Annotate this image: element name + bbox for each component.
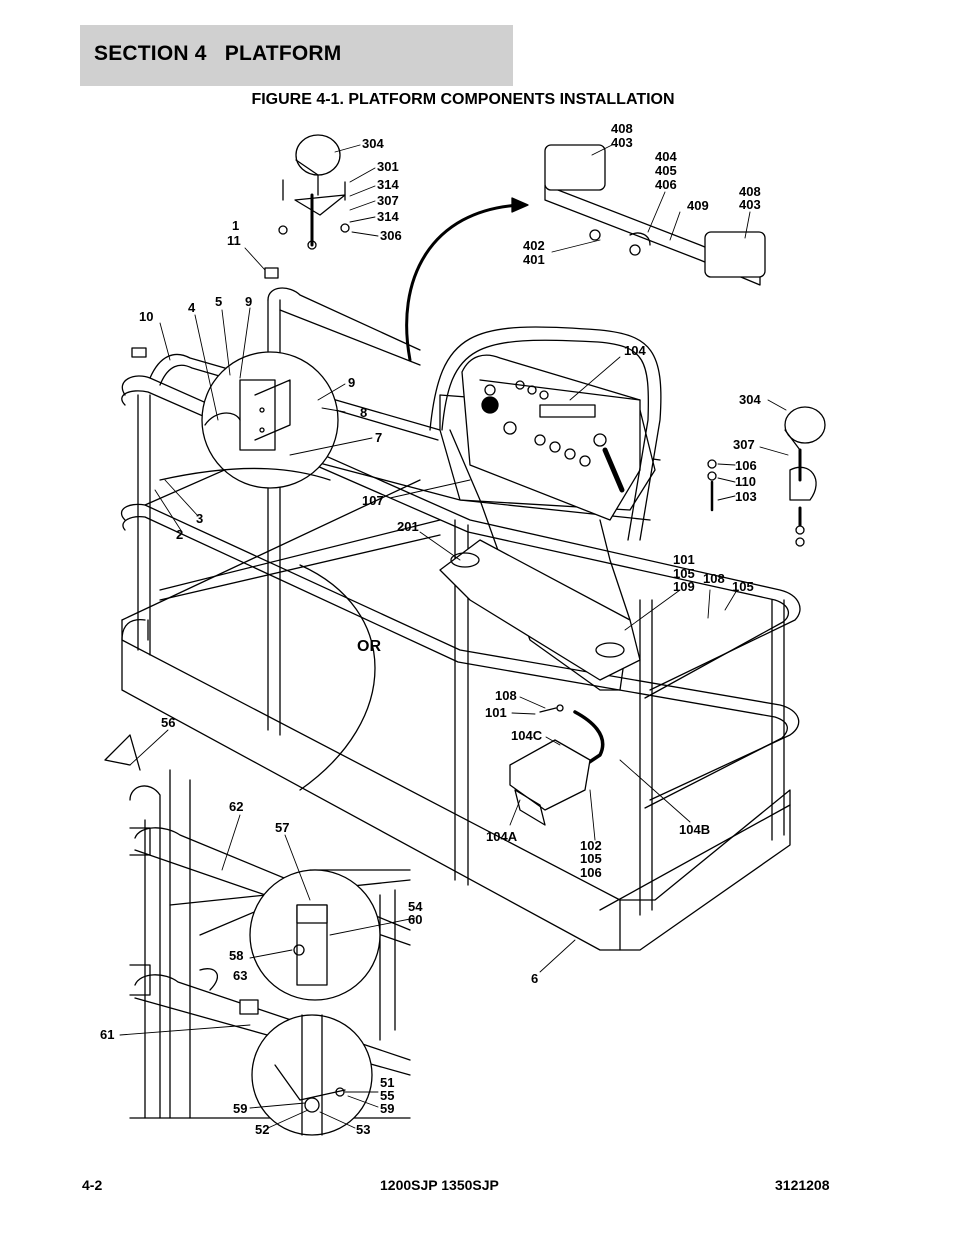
- callout-6: 6: [531, 971, 538, 986]
- callout-403: 403: [739, 197, 761, 212]
- alternate-gate-detail: [129, 769, 411, 1136]
- callout-52: 52: [255, 1122, 269, 1137]
- callout-9: 9: [348, 375, 355, 390]
- install-arrow: [405, 203, 522, 362]
- section-header: SECTION 4 PLATFORM: [80, 25, 513, 86]
- callout-54: 54: [408, 899, 423, 914]
- callout-106: 106: [580, 865, 602, 880]
- worklight-bar: [544, 144, 766, 286]
- callout-62: 62: [229, 799, 243, 814]
- callout-314: 314: [377, 177, 399, 192]
- callout-108: 108: [703, 571, 725, 586]
- model-number: 1200SJP 1350SJP: [380, 1177, 499, 1193]
- callout-101: 101: [485, 705, 507, 720]
- callout-10: 10: [139, 309, 153, 324]
- callout-402: 402: [523, 238, 545, 253]
- callout-307: 307: [377, 193, 399, 208]
- callout-304: 304: [739, 392, 761, 407]
- control-console: [429, 326, 662, 826]
- callout-3: 3: [196, 511, 203, 526]
- callout-307: 307: [733, 437, 755, 452]
- callout-306: 306: [380, 228, 402, 243]
- callout-8: 8: [360, 405, 367, 420]
- callout-404: 404: [655, 149, 677, 164]
- callout-104: 104: [624, 343, 646, 358]
- callout-59: 59: [233, 1101, 247, 1116]
- side-light: [707, 406, 826, 547]
- callout-labels: 304 301 314 307 314 306 1 11 408 403 404…: [100, 121, 761, 1137]
- callout-107: 107: [362, 493, 384, 508]
- callout-101: 101: [673, 552, 695, 567]
- callout-314: 314: [377, 209, 399, 224]
- callout-401: 401: [523, 252, 545, 267]
- callout-55: 55: [380, 1088, 394, 1103]
- callout-63: 63: [233, 968, 247, 983]
- callout-304: 304: [362, 136, 384, 151]
- callout-104C: 104C: [511, 728, 543, 743]
- callout-408: 408: [611, 121, 633, 136]
- callout-11: 11: [227, 233, 241, 248]
- callout-104B: 104B: [679, 822, 710, 837]
- callout-2: 2: [176, 527, 183, 542]
- callout-56: 56: [161, 715, 175, 730]
- hinge-detail-circle: [201, 351, 339, 489]
- callout-403: 403: [611, 135, 633, 150]
- document-number: 3121208: [775, 1177, 830, 1193]
- callout-61: 61: [100, 1027, 114, 1042]
- callout-59: 59: [380, 1101, 394, 1116]
- callout-104A: 104A: [486, 829, 518, 844]
- callout-102: 102: [580, 838, 602, 853]
- callout-5: 5: [215, 294, 222, 309]
- callout-51: 51: [380, 1075, 394, 1090]
- callout-108: 108: [495, 688, 517, 703]
- callout-58: 58: [229, 948, 243, 963]
- callout-106: 106: [735, 458, 757, 473]
- callout-4: 4: [188, 300, 196, 315]
- leader-lines: [119, 144, 789, 1129]
- callout-105: 105: [673, 566, 695, 581]
- callout-405: 405: [655, 163, 677, 178]
- callout-406: 406: [655, 177, 677, 192]
- callout-7: 7: [375, 430, 382, 445]
- callout-408: 408: [739, 184, 761, 199]
- callout-1: 1: [232, 218, 239, 233]
- callout-103: 103: [735, 489, 757, 504]
- callout-201: 201: [397, 519, 419, 534]
- callout-110: 110: [735, 474, 756, 489]
- callout-57: 57: [275, 820, 289, 835]
- callout-105: 105: [732, 579, 754, 594]
- callout-60: 60: [408, 912, 422, 927]
- beacon-light-top: [278, 134, 350, 250]
- callout-53: 53: [356, 1122, 370, 1137]
- or-label: OR: [357, 638, 381, 655]
- callout-109: 109: [673, 579, 695, 594]
- alternate-view-arcs: [104, 467, 376, 791]
- section-title: SECTION 4 PLATFORM: [94, 42, 342, 65]
- page-number: 4-2: [82, 1177, 103, 1193]
- callout-9: 9: [245, 294, 252, 309]
- callout-301: 301: [377, 159, 399, 174]
- figure-title: FIGURE 4-1. PLATFORM COMPONENTS INSTALLA…: [251, 91, 675, 108]
- callout-409: 409: [687, 198, 709, 213]
- callout-105: 105: [580, 851, 602, 866]
